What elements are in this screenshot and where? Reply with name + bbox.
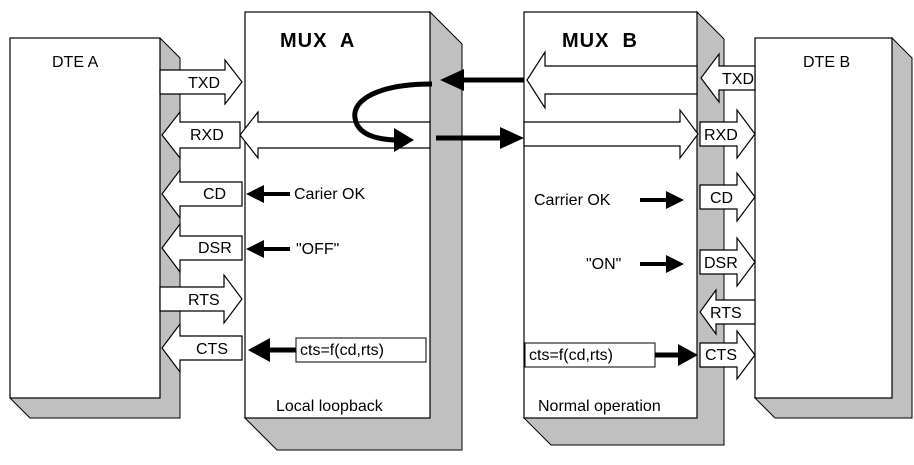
cd-a-label: CD — [203, 186, 226, 203]
link-b-to-a-arrow — [440, 69, 524, 91]
rts-a-arrow: RTS — [159, 273, 243, 325]
carrier-ok-a-arrow — [246, 185, 290, 203]
carrier-ok-b-label: Carrier OK — [534, 192, 611, 209]
rxd-b-label: RXD — [704, 127, 738, 144]
mux-a-title: MUX A — [280, 30, 355, 52]
rts-a-label: RTS — [188, 292, 220, 309]
dsr-a-label: DSR — [198, 240, 232, 257]
cd-b-label: CD — [710, 190, 733, 207]
rts-b-label: RTS — [710, 305, 742, 322]
txd-a-label: TXD — [188, 75, 220, 92]
dsr-b-arrow: DSR — [699, 236, 756, 288]
dte-b-title: DTE B — [803, 54, 850, 71]
cts-a-arrow: CTS — [161, 322, 243, 374]
dsr-a-arrow: DSR — [161, 222, 243, 274]
cts-formula-b-box — [524, 342, 656, 368]
cts-b-label: CTS — [705, 347, 737, 364]
txd-b-label: TXD — [722, 71, 754, 88]
cts-formula-a-label: cts=f(cd,rts) — [300, 342, 384, 359]
txd-b-path-arrow: TXD — [526, 49, 756, 111]
carrier-ok-a-label: Carier OK — [294, 186, 365, 203]
rxd-a-loopback-arrow: RXD — [161, 110, 431, 160]
mux-a-box: MUX A Local loopback — [243, 10, 463, 451]
cts-a-label: CTS — [196, 341, 228, 358]
cts-formula-a-box — [295, 337, 427, 363]
cts-formula-b-arrow — [655, 344, 698, 366]
off-a-arrow — [246, 240, 290, 258]
cts-formula-a-arrow — [248, 338, 296, 362]
dsr-on-label: "ON" — [586, 256, 621, 273]
dte-a-title: DTE A — [52, 54, 99, 71]
mux-b-mode-label: Normal operation — [538, 398, 661, 415]
rxd-a-label: RXD — [190, 127, 224, 144]
dsr-off-label: "OFF" — [296, 241, 339, 258]
txd-a-arrow: TXD — [159, 58, 243, 106]
on-b-arrow — [640, 255, 684, 273]
dsr-b-label: DSR — [704, 255, 738, 272]
mux-a-mode-label: Local loopback — [276, 398, 384, 415]
cts-formula-b-label: cts=f(cd,rts) — [529, 347, 613, 364]
rts-b-arrow: RTS — [699, 288, 756, 336]
cts-b-arrow: CTS — [699, 329, 756, 381]
dte-a-box: DTE A — [9, 37, 181, 419]
loopback-curve-arrow — [352, 81, 433, 152]
cd-b-arrow: CD — [699, 171, 756, 223]
mux-b-title: MUX B — [562, 30, 638, 52]
link-a-to-b-arrow — [436, 127, 524, 149]
dte-b-box: DTE B — [753, 36, 913, 419]
carrier-ok-b-arrow — [640, 191, 684, 209]
rxd-b-arrow: RXD — [523, 108, 756, 160]
cd-a-arrow: CD — [161, 168, 243, 220]
